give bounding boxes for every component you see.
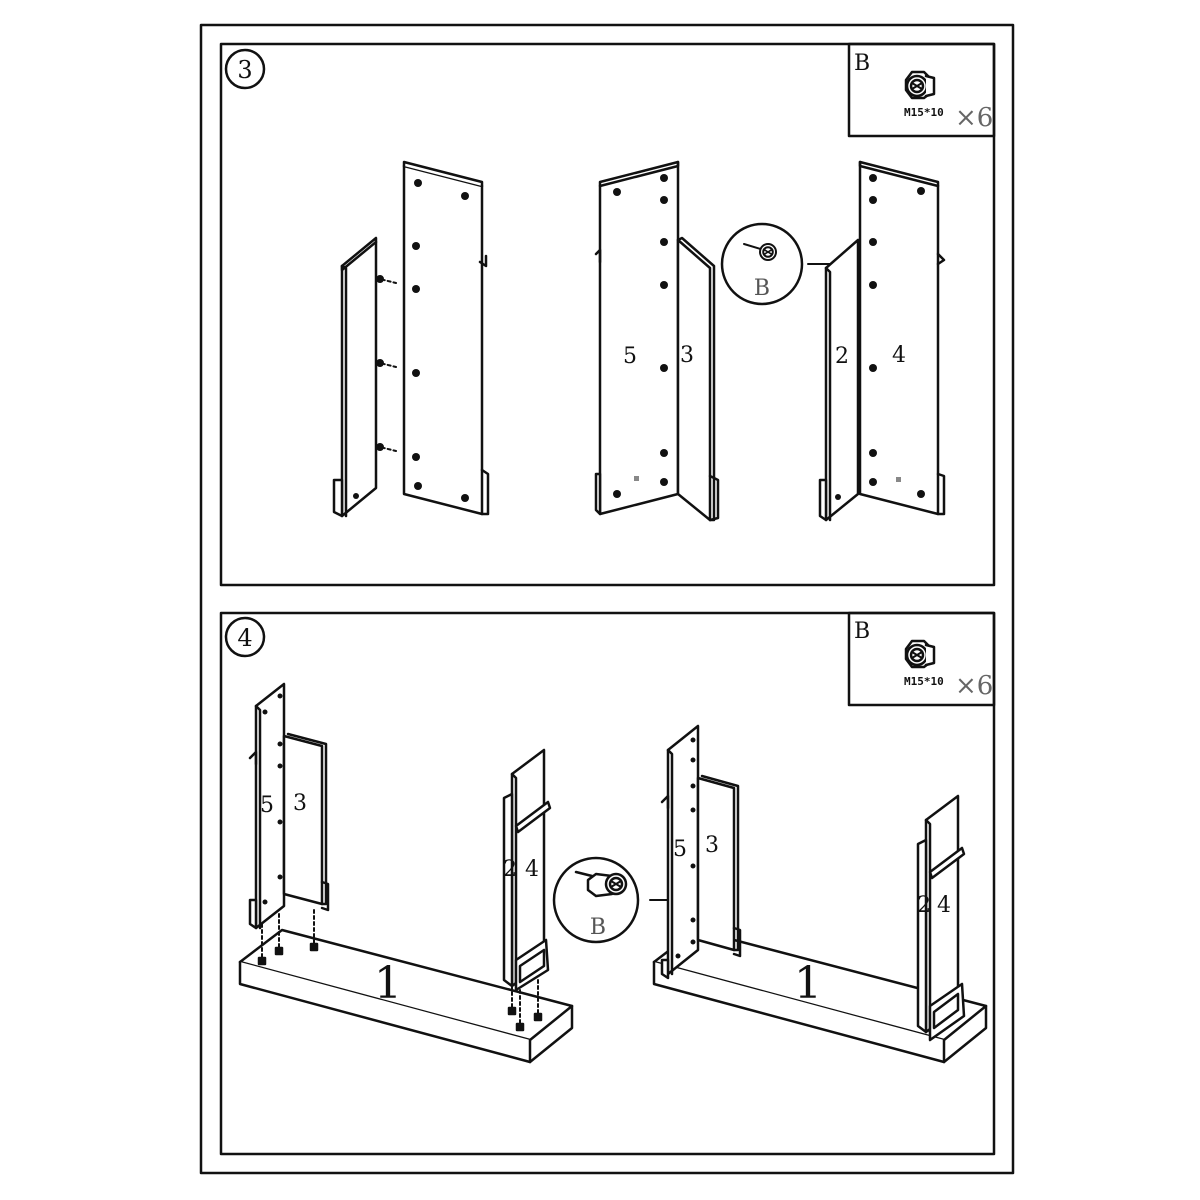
step-3-assembly-5-3: 5 3 bbox=[594, 160, 720, 522]
step-3-number-badge: 3 bbox=[224, 48, 266, 90]
cam-lock-icon bbox=[574, 870, 628, 898]
step-3-hardware-kit: B M15*10 ×6 bbox=[847, 42, 996, 138]
step-4-frame bbox=[219, 611, 996, 1156]
part-label-3: 3 bbox=[293, 791, 307, 816]
part-label-5: 5 bbox=[623, 344, 637, 369]
callout-letter: B bbox=[590, 915, 606, 940]
step-4-left-assembly: 1 5 3 bbox=[238, 682, 574, 1064]
part-label-2: 2 bbox=[917, 893, 931, 918]
step-4-number-badge: 4 bbox=[224, 616, 266, 658]
step-3-callout: B bbox=[720, 222, 855, 308]
kit-code: M15*10 bbox=[904, 675, 944, 688]
part-label-3: 3 bbox=[705, 833, 719, 858]
step-4-callout: B bbox=[552, 856, 715, 957]
part-label-3: 3 bbox=[680, 343, 694, 368]
kit-letter: B bbox=[854, 619, 870, 644]
step-3-number: 3 bbox=[237, 56, 252, 84]
part-label-4: 4 bbox=[525, 857, 539, 882]
part-label-1: 1 bbox=[374, 958, 402, 1009]
part-label-5: 5 bbox=[673, 837, 687, 862]
kit-letter: B bbox=[854, 51, 870, 76]
part-label-1: 1 bbox=[794, 958, 822, 1009]
cam-lock-icon bbox=[904, 70, 936, 100]
step-3-assembly-2-4: 2 4 bbox=[818, 160, 946, 522]
part-label-2: 2 bbox=[835, 344, 849, 369]
part-label-5: 5 bbox=[260, 793, 274, 818]
part-label-4: 4 bbox=[892, 343, 906, 368]
page-border bbox=[199, 23, 1015, 1175]
step-3-exploded-view bbox=[332, 160, 490, 518]
step-4-number: 4 bbox=[237, 624, 252, 652]
kit-count: ×6 bbox=[955, 103, 993, 133]
kit-code: M15*10 bbox=[904, 106, 944, 119]
step-4-right-assembly: 1 5 3 2 4 bbox=[652, 724, 988, 1064]
part-label-4: 4 bbox=[937, 893, 951, 918]
part-label-2: 2 bbox=[503, 857, 517, 882]
dowel-icon bbox=[309, 908, 319, 952]
cam-lock-icon bbox=[904, 639, 936, 669]
step-4-hardware-kit: B M15*10 ×6 bbox=[847, 611, 996, 707]
kit-count: ×6 bbox=[955, 671, 993, 701]
callout-letter: B bbox=[754, 276, 770, 301]
cam-lock-icon bbox=[742, 242, 778, 262]
step-4-panel: 4 B M15*10 ×6 1 bbox=[219, 611, 996, 1156]
step-3-frame bbox=[219, 42, 996, 587]
step-3-panel: 3 B M15*10 ×6 bbox=[219, 42, 996, 587]
